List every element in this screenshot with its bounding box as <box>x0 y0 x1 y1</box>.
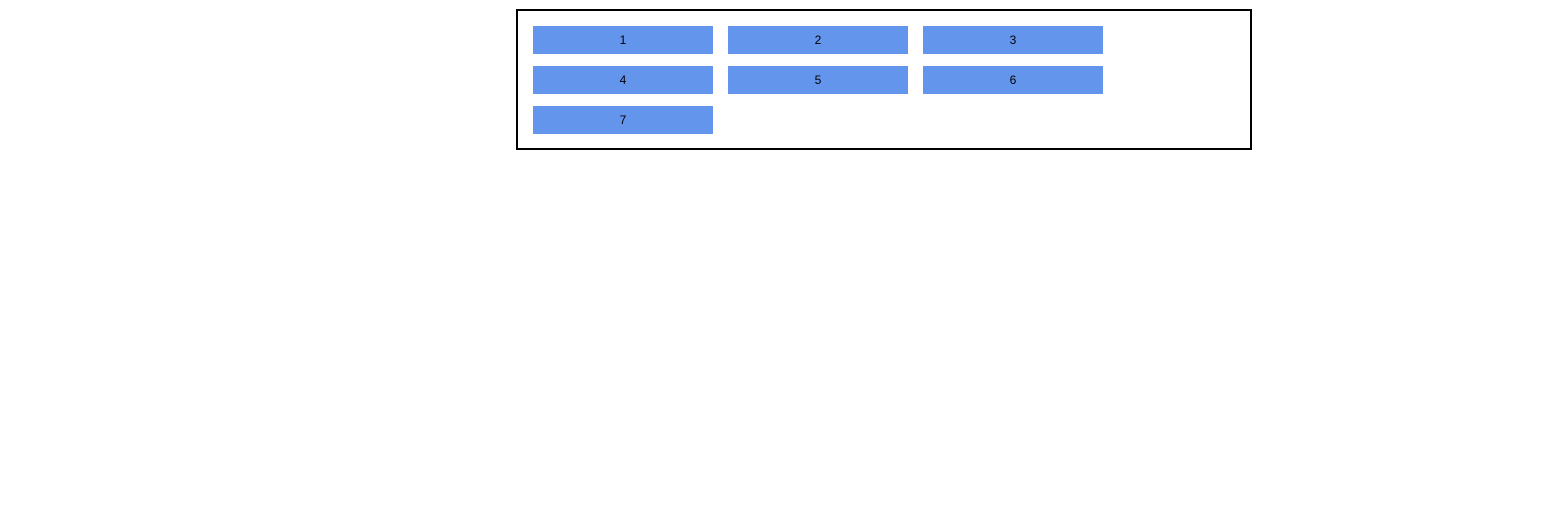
flex-item-1: 1 <box>533 26 713 54</box>
flex-wrap-panel: 1 2 3 4 5 6 7 <box>516 9 1252 150</box>
flex-item-2: 2 <box>728 26 908 54</box>
flex-item-6: 6 <box>923 66 1103 94</box>
flex-item-3: 3 <box>923 26 1103 54</box>
flex-item-5: 5 <box>728 66 908 94</box>
flex-item-7: 7 <box>533 106 713 134</box>
flex-item-4: 4 <box>533 66 713 94</box>
